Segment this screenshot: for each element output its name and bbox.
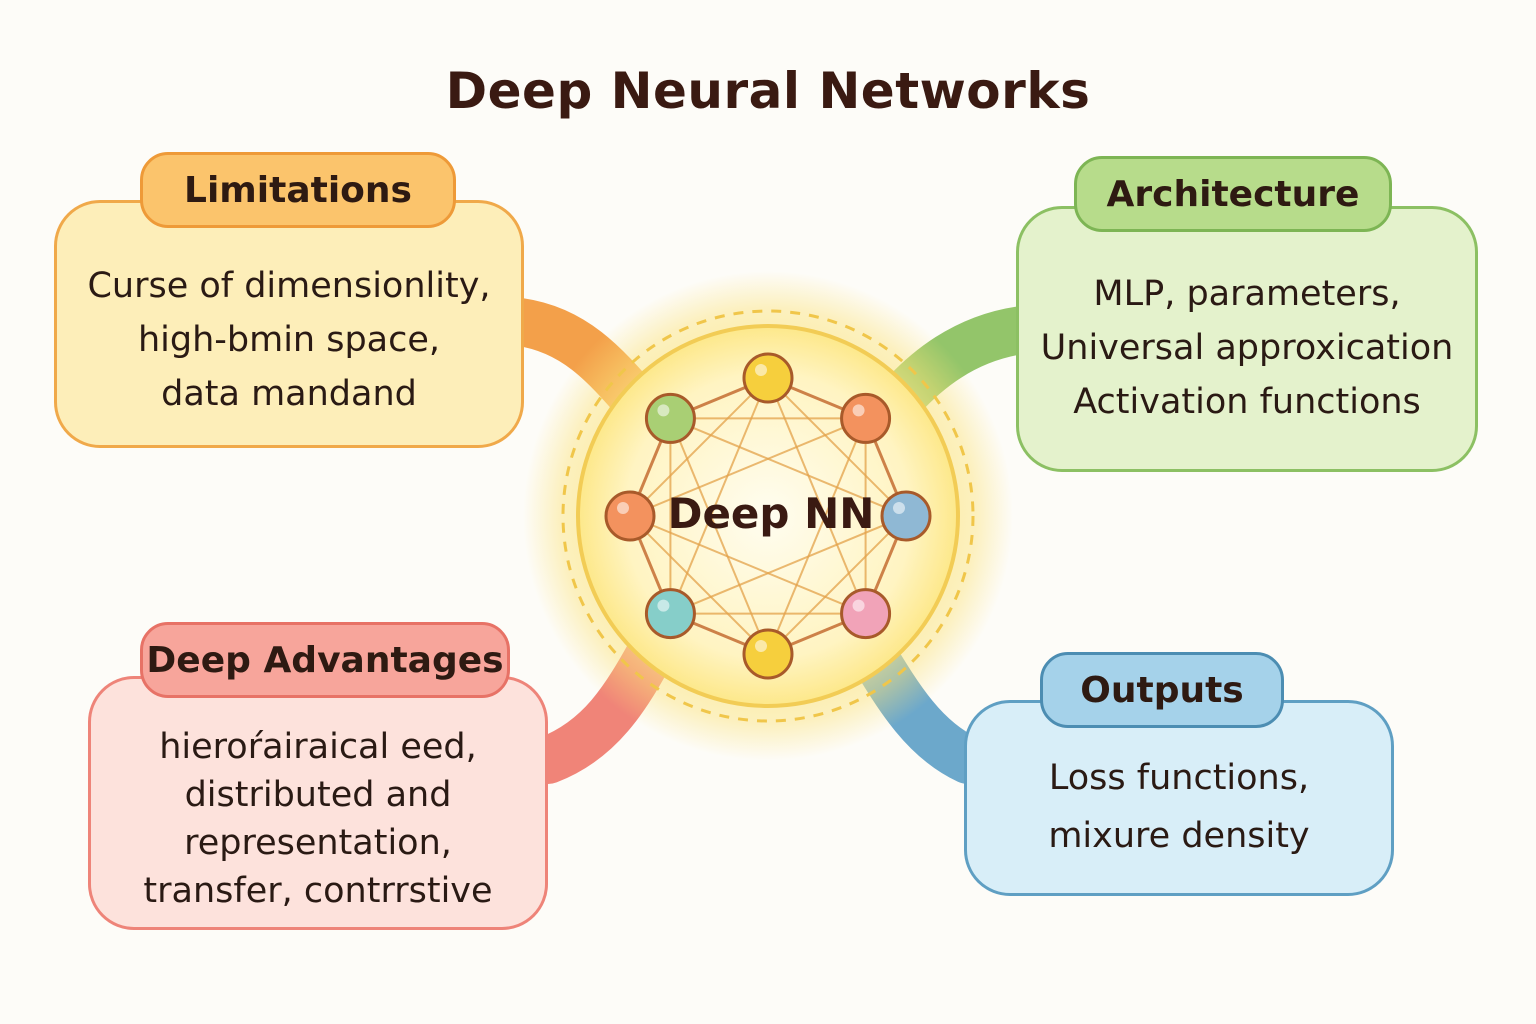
network-edge — [670, 515, 907, 615]
advantages-heading: Deep Advantages — [140, 622, 510, 698]
network-node-highlight — [755, 364, 767, 376]
architecture-box: MLP, parameters, Universal approxication… — [1016, 206, 1478, 472]
architecture-line: Activation functions — [1073, 382, 1421, 422]
network-edge — [767, 377, 907, 517]
network-node-highlight — [852, 599, 865, 612]
architecture-heading: Architecture — [1074, 156, 1392, 232]
outputs-box: Loss functions, mixure density — [964, 700, 1394, 896]
architecture-line: MLP, parameters, — [1093, 274, 1401, 314]
advantages-line: transfer, contrrstive — [143, 871, 493, 911]
network-node — [742, 628, 794, 680]
advantages-box: hieroŕairaical eed, distributed and repr… — [88, 676, 548, 930]
network-edges — [628, 376, 908, 656]
outputs-text: Loss functions, mixure density — [967, 749, 1391, 865]
limitations-line: high-bmin space, — [137, 320, 441, 360]
network-node-highlight — [755, 640, 767, 652]
limitations-heading: Limitations — [140, 152, 456, 228]
network-node-highlight — [893, 502, 905, 514]
network-edge — [767, 515, 907, 655]
network-edge — [767, 418, 867, 655]
limitations-line: data mandand — [161, 374, 417, 414]
network-node — [742, 352, 794, 404]
network-nodes — [604, 352, 932, 680]
network-node-highlight — [617, 502, 629, 514]
limitations-text: Curse of dimensionlity, high-bmin space,… — [57, 259, 521, 421]
outputs-line: mixure density — [1048, 816, 1310, 856]
limitations-box: Curse of dimensionlity, high-bmin space,… — [54, 200, 524, 448]
network-edge — [669, 377, 769, 614]
network-node-highlight — [657, 404, 670, 417]
network-node — [644, 392, 696, 444]
hub-dashed-ring — [561, 309, 975, 723]
outputs-line: Loss functions, — [1048, 758, 1310, 798]
network-node — [644, 588, 696, 640]
page-title: Deep Neural Networks — [445, 62, 1091, 120]
advantages-line: hieroŕairaical eed, — [159, 727, 477, 767]
architecture-text: MLP, parameters, Universal approxication… — [1019, 267, 1475, 429]
network-edge — [767, 377, 867, 614]
outputs-heading: Outputs — [1040, 652, 1284, 728]
limitations-line: Curse of dimensionlity, — [87, 266, 491, 306]
network-node-highlight — [657, 599, 670, 612]
network-edge — [629, 515, 769, 655]
network-edge — [629, 377, 769, 517]
network-node — [840, 588, 892, 640]
network-edge — [669, 418, 769, 655]
network-edge — [629, 417, 866, 517]
network-edge — [670, 417, 907, 517]
network-node — [880, 490, 932, 542]
network-node — [840, 392, 892, 444]
advantages-text: hieroŕairaical eed, distributed and repr… — [91, 723, 545, 915]
center-label: Deep NN — [667, 489, 875, 538]
advantages-line: distributed and — [184, 775, 452, 815]
network-edge — [629, 515, 866, 615]
advantages-line: representation, — [184, 823, 452, 863]
architecture-line: Universal approxication — [1040, 328, 1454, 368]
network-node-highlight — [852, 404, 865, 417]
network-node — [604, 490, 656, 542]
